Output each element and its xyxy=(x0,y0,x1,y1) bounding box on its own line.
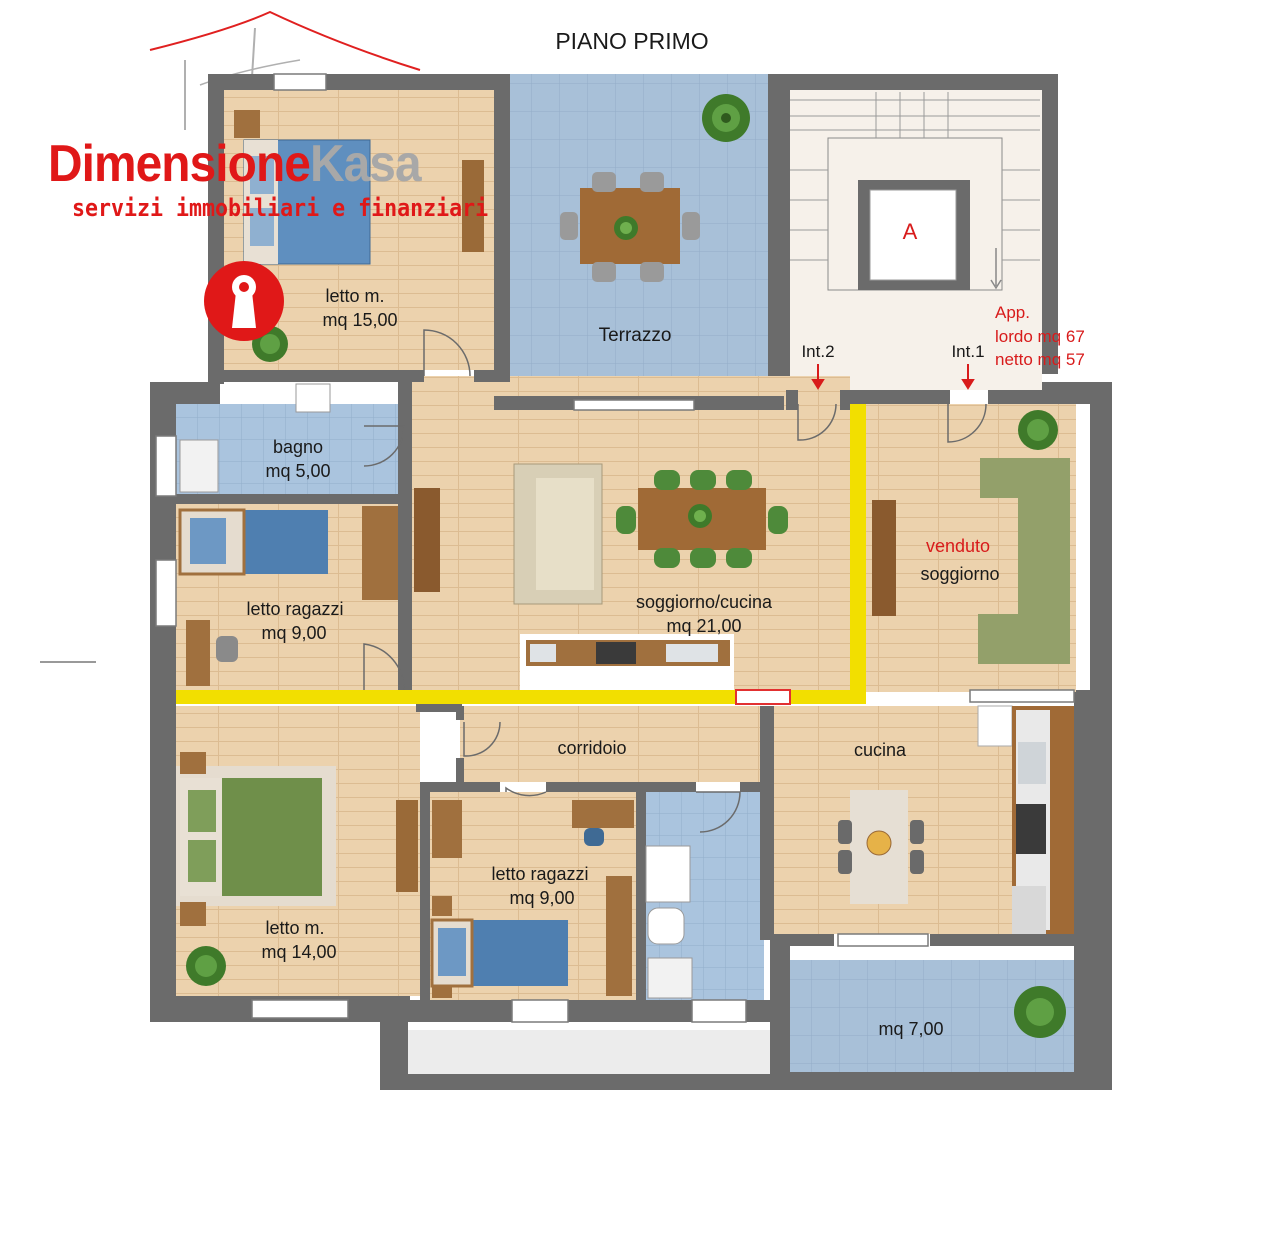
room-area-balcony: mq 7,00 xyxy=(878,1019,944,1039)
desk xyxy=(572,800,634,828)
washbasin xyxy=(295,383,331,413)
furniture xyxy=(176,110,1074,999)
floor-bottom-strip xyxy=(408,1030,770,1074)
nightstand xyxy=(234,110,260,138)
bed-single-left xyxy=(244,510,328,574)
toilet xyxy=(647,907,685,945)
room-name-soggiorno-cucina: soggiorno/cucina xyxy=(635,592,773,612)
boundary-red-marks xyxy=(735,689,791,705)
logo-brand-part1: Dimensione xyxy=(48,135,311,193)
plant xyxy=(1014,986,1066,1038)
entrance-int1-label: Int.1 xyxy=(951,342,985,361)
apartment-info-line1: App. xyxy=(995,303,1030,322)
windows xyxy=(155,73,1075,1023)
desk xyxy=(186,620,210,686)
plant xyxy=(688,504,712,528)
bed-single-bottom xyxy=(470,920,568,986)
elevator-cabin xyxy=(869,189,957,281)
plant xyxy=(702,94,750,142)
plant xyxy=(614,216,638,240)
entrance-int2-label: Int.2 xyxy=(801,342,835,361)
room-area-letto-ragazzi-left: mq 9,00 xyxy=(261,623,327,643)
plant xyxy=(1018,410,1058,450)
room-name-venduto-soggiorno: soggiorno xyxy=(920,564,1000,584)
shower-tray xyxy=(179,439,219,493)
wardrobe xyxy=(432,800,462,858)
apartment-info-line2: lordo mq 67 xyxy=(995,327,1085,346)
wardrobe xyxy=(606,876,632,996)
interior-walls xyxy=(176,370,1074,1002)
tv-cabinet xyxy=(414,488,440,592)
wardrobe xyxy=(396,800,418,892)
wardrobe xyxy=(462,160,484,252)
bath-vanity xyxy=(645,845,691,903)
nightstand xyxy=(180,902,206,926)
doors xyxy=(363,329,987,833)
tv-cabinet xyxy=(872,500,896,616)
floor-corridoio xyxy=(460,706,760,782)
stairwell xyxy=(790,92,1040,291)
logo-tagline: servizi immobiliari e finanziari xyxy=(72,194,489,222)
room-name-cucina: cucina xyxy=(853,740,907,760)
entrance-arrows xyxy=(811,364,975,390)
logo-brand-part2: Kasa xyxy=(309,135,422,193)
plants xyxy=(186,94,1066,1038)
logo-wordmark: DimensioneKasa xyxy=(48,134,422,194)
room-name-letto-ragazzi-bottom: letto ragazzi xyxy=(491,864,589,884)
floors xyxy=(176,74,1076,1074)
plant xyxy=(186,946,226,986)
logo-key-icon xyxy=(204,261,284,341)
room-area-letto-m-bottom: mq 14,00 xyxy=(261,942,337,962)
apartment-info-line3: netto mq 57 xyxy=(995,350,1085,369)
room-area-bagno: mq 5,00 xyxy=(265,461,331,481)
room-area-letto-ragazzi-bottom: mq 9,00 xyxy=(509,888,575,908)
room-name-terrazzo: Terrazzo xyxy=(598,325,672,346)
room-name-corridoio: corridoio xyxy=(557,738,627,758)
elevator-label: A xyxy=(902,219,918,244)
room-area-soggiorno-cucina: mq 21,00 xyxy=(666,616,742,636)
room-name-bagno: bagno xyxy=(272,437,324,457)
room-name-letto-m-top: letto m. xyxy=(325,286,385,306)
fridge xyxy=(977,705,1013,747)
shower-tray xyxy=(647,957,693,999)
sold-unit-boundary xyxy=(176,404,866,704)
room-name-letto-m-bottom: letto m. xyxy=(265,918,325,938)
page-title: PIANO PRIMO xyxy=(555,28,709,54)
room-name-letto-ragazzi-left: letto ragazzi xyxy=(246,599,344,619)
status-venduto: venduto xyxy=(925,536,991,556)
room-area-letto-m-top: mq 15,00 xyxy=(322,310,398,330)
nightstand xyxy=(180,752,206,774)
wardrobe xyxy=(362,506,398,600)
